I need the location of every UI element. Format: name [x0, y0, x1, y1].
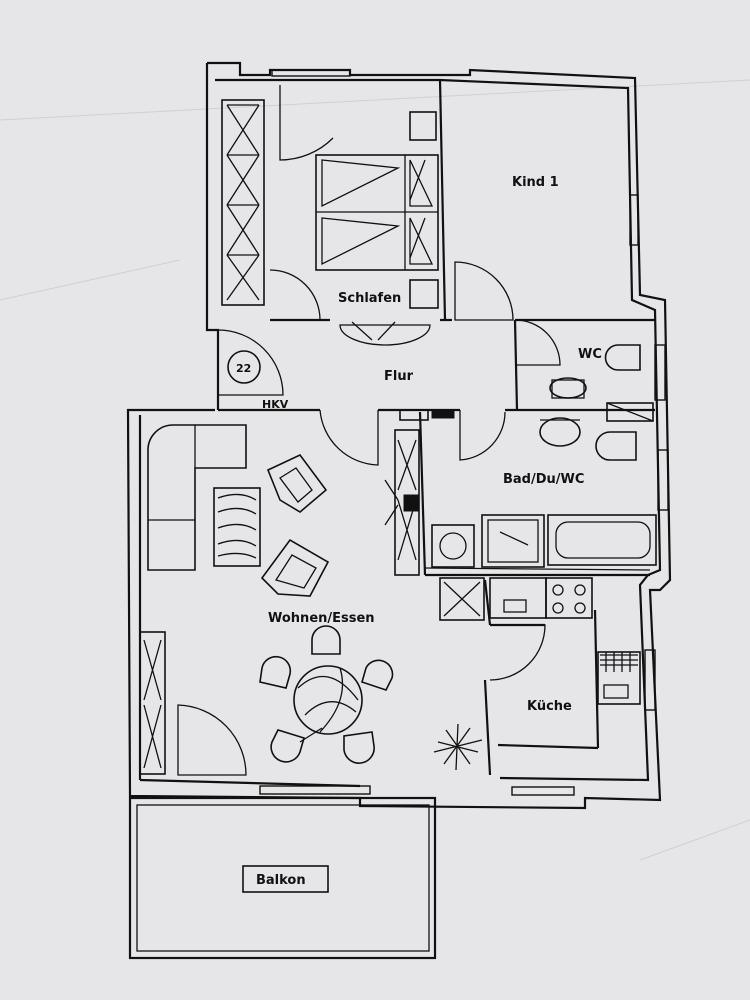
room-marker	[227, 350, 261, 384]
cabinet-living	[139, 631, 166, 775]
door-kueche	[489, 624, 546, 681]
label-hkv: HKV	[262, 398, 289, 411]
kitchen-units	[439, 577, 641, 705]
label-bad: Bad/Du/WC	[503, 472, 584, 487]
cupboard-corridor	[384, 409, 455, 576]
label-wohnen: Wohnen/Essen	[268, 611, 375, 626]
door-wc	[514, 319, 561, 366]
living-furniture	[147, 424, 330, 597]
outer-walls	[126, 61, 672, 810]
bathroom-fixtures	[431, 417, 657, 568]
windows	[259, 69, 669, 796]
door-kind1	[454, 261, 514, 321]
wc-fixtures	[549, 344, 654, 422]
label-balkon: Balkon	[256, 873, 306, 888]
double-bed	[315, 111, 439, 346]
label-wc: WC	[578, 347, 602, 362]
balcony	[128, 796, 437, 960]
door-bad	[459, 410, 506, 461]
label-flur: Flur	[384, 369, 414, 384]
room-labels: Schlafen Kind 1 WC Flur Bad/Du/WC Wohnen…	[236, 175, 602, 888]
doors	[177, 85, 561, 776]
label-kind1: Kind 1	[512, 175, 559, 190]
door-bedroom-top	[279, 85, 334, 161]
background-lines	[0, 79, 750, 861]
dining-set	[259, 625, 394, 764]
door-schlafen	[269, 269, 321, 321]
interior-walls	[218, 79, 655, 776]
label-number: 22	[236, 362, 251, 375]
plant	[433, 723, 483, 771]
door-flur-closet	[217, 329, 284, 396]
label-schlafen: Schlafen	[338, 291, 401, 306]
door-balkon	[177, 704, 247, 776]
label-kueche: Küche	[527, 699, 572, 714]
door-wohnen	[319, 409, 379, 466]
wardrobe-bedroom	[221, 99, 265, 306]
